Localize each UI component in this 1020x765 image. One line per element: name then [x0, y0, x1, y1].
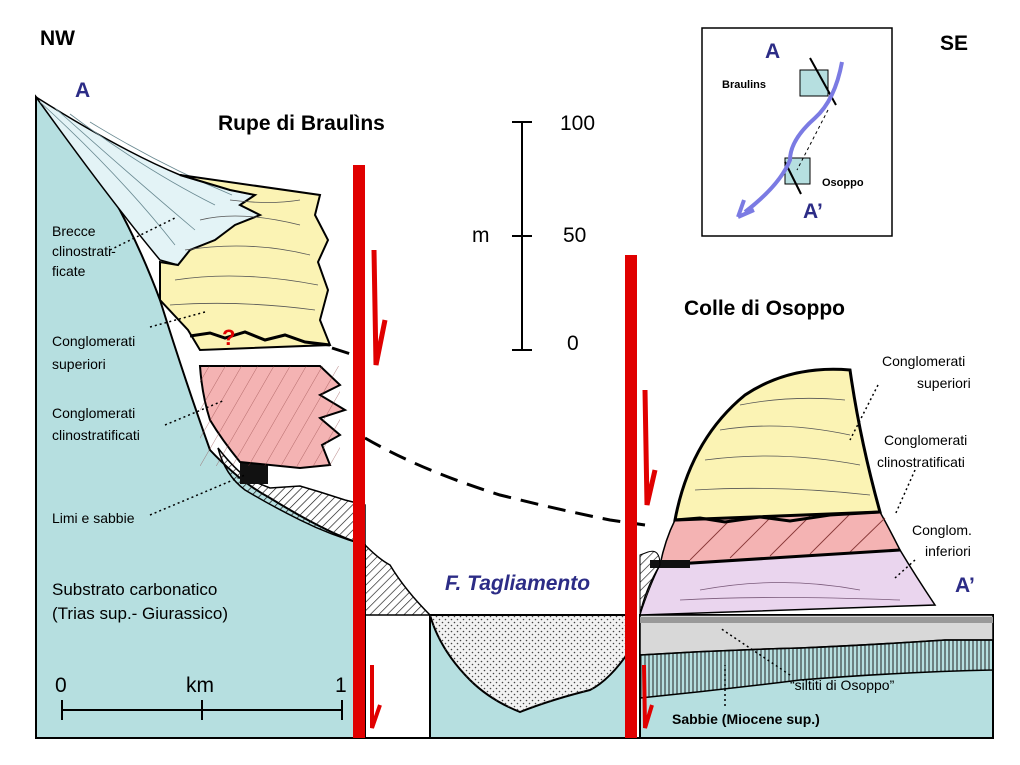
label-siltiti: “siltiti di Osoppo”: [790, 677, 895, 693]
conglomerati-superiori-right: [673, 367, 882, 522]
conglomerati-superiori-left: [159, 174, 332, 352]
hscale-tick-1: 1: [335, 674, 347, 697]
horizontal-scale: [61, 700, 343, 720]
label-clino-right-1: Conglomerati: [884, 432, 967, 448]
substrate-label-2: (Trias sup.- Giurassico): [52, 604, 228, 623]
vscale-tick-100: 100: [560, 112, 595, 135]
fault-left: [353, 165, 365, 738]
fault-arrow-down-left: [371, 249, 388, 366]
unconformity-left: [189, 330, 331, 347]
correlation-dashed-lines: [331, 346, 646, 527]
orientation-nw: NW: [40, 27, 75, 50]
label-superiori-right-2: superiori: [917, 375, 971, 391]
label-inferiori-2: inferiori: [925, 543, 971, 559]
fault-arrow-bottom-right: [642, 664, 654, 729]
superiori-left-lines: [169, 199, 319, 311]
orientation-se: SE: [940, 32, 968, 55]
section-point-a-prime: A’: [955, 574, 975, 597]
label-brecce-1: Brecce: [52, 223, 96, 239]
fault-arrow-bottom-left: [370, 665, 382, 729]
vscale-unit: m: [472, 224, 490, 247]
sabbie-layer: [639, 639, 994, 699]
label-superiori-left-2: superiori: [52, 356, 106, 372]
dark-lens: [240, 462, 268, 484]
leader-lines-left: [109, 217, 246, 516]
label-clino-left-2: clinostratificati: [52, 427, 140, 443]
label-brecce-3: ficate: [52, 263, 86, 279]
unknown-contact-mark: ?: [222, 325, 235, 350]
vscale-tick-50: 50: [563, 224, 586, 247]
substrate-label-1: Substrato carbonatico: [52, 580, 217, 599]
fault-arrow-down-right: [642, 389, 658, 506]
vertical-scale: [512, 121, 532, 351]
label-limi-sabbie: Limi e sabbie: [52, 510, 135, 526]
inset-map: [701, 27, 893, 237]
label-clino-left-1: Conglomerati: [52, 405, 135, 421]
inset-label-a: A: [765, 40, 780, 63]
breccia-lines: [39, 101, 233, 246]
label-inferiori-1: Conglom.: [912, 522, 972, 538]
label-clino-right-2: clinostratificati: [877, 454, 965, 470]
hscale-unit: km: [186, 674, 214, 697]
inset-label-osoppo: Osoppo: [822, 177, 864, 189]
vscale-tick-0: 0: [567, 332, 579, 355]
hscale-tick-0: 0: [55, 674, 67, 697]
label-sabbie: Sabbie (Miocene sup.): [672, 711, 820, 727]
river-label: F. Tagliamento: [445, 572, 590, 595]
title-colle-osoppo: Colle di Osoppo: [684, 297, 845, 320]
title-rupe-braulins: Rupe di Braulìns: [218, 112, 385, 135]
inset-label-braulins: Braulins: [722, 79, 766, 91]
section-point-a: A: [75, 79, 90, 102]
inset-label-a-prime: A’: [803, 200, 823, 223]
label-superiori-right-1: Conglomerati: [882, 353, 965, 369]
fault-right: [625, 255, 637, 738]
label-brecce-2: clinostrati-: [52, 243, 116, 259]
label-superiori-left-1: Conglomerati: [52, 333, 135, 349]
valley-debris-left: [364, 543, 432, 616]
leader-lines-right: [719, 384, 916, 706]
